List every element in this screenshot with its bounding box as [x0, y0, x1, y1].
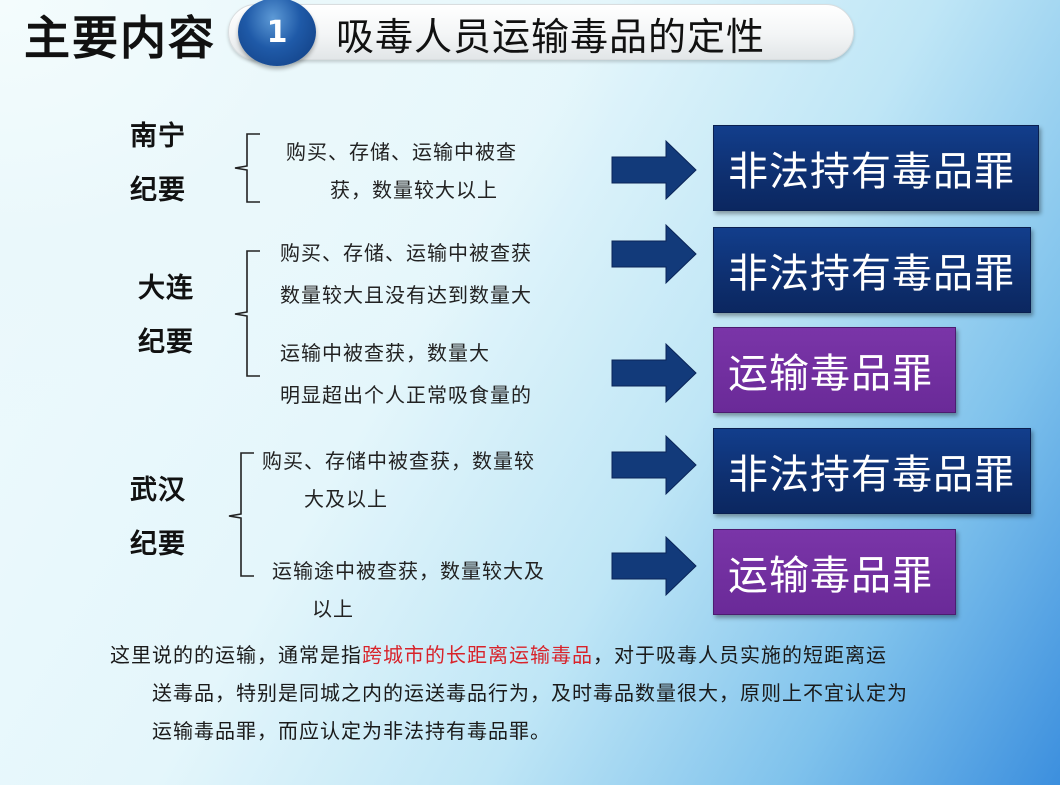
note-text: 这里说的的运输，通常是指 [110, 643, 362, 667]
slide-title: 主要内容 [24, 11, 216, 65]
verdict-box-illegal-possession: 非法持有毒品罪 [713, 227, 1031, 313]
region-label-wuhan: 武汉 纪要 [130, 464, 186, 572]
verdict-box-drug-transport: 运输毒品罪 [713, 529, 956, 615]
section-number-badge: 1 [238, 0, 316, 66]
brace-icon [234, 250, 260, 377]
condition-line: 大及以上 [304, 487, 388, 511]
arrow-right-icon [611, 342, 697, 404]
region-name: 大连 [138, 273, 194, 304]
section-title: 吸毒人员运输毒品的定性 [336, 15, 766, 59]
condition-line: 购买、存储中被查获，数量较 [262, 449, 535, 473]
brace-icon [234, 133, 260, 203]
condition-text: 运输中被查获，数量大 明显超出个人正常吸食量的 [280, 334, 532, 414]
condition-line: 以上 [312, 597, 354, 621]
verdict-box-illegal-possession: 非法持有毒品罪 [713, 428, 1031, 514]
arrow-right-icon [611, 535, 697, 597]
condition-line: 数量较大且没有达到数量大 [280, 283, 532, 307]
region-name: 南宁 [130, 121, 186, 152]
condition-line: 购买、存储、运输中被查获 [280, 241, 532, 265]
condition-line: 运输中被查获，数量大 [280, 341, 490, 365]
section-title-bar [228, 4, 854, 60]
condition-line: 运输途中被查获，数量较大及 [272, 559, 545, 583]
region-suffix: 纪要 [130, 529, 186, 560]
arrow-right-icon [611, 139, 697, 201]
arrow-right-icon [611, 434, 697, 496]
condition-line: 购买、存储、运输中被查 [286, 140, 517, 164]
condition-text: 购买、存储中被查获，数量较 大及以上 [262, 442, 535, 518]
condition-text: 购买、存储、运输中被查 获，数量较大以上 [286, 133, 517, 209]
verdict-box-drug-transport: 运输毒品罪 [713, 327, 956, 413]
note-text: ，对于吸毒人员实施的短距离运 [593, 643, 887, 667]
condition-text: 购买、存储、运输中被查获 数量较大且没有达到数量大 [280, 234, 532, 314]
condition-line: 明显超出个人正常吸食量的 [280, 383, 532, 407]
arrow-right-icon [611, 223, 697, 285]
explanation-note: 这里说的的运输，通常是指跨城市的长距离运输毒品，对于吸毒人员实施的短距离运 送毒… [110, 636, 1030, 750]
region-suffix: 纪要 [130, 175, 186, 206]
note-line-2: 送毒品，特别是同城之内的运送毒品行为，及时毒品数量很大，原则上不宜认定为 [152, 681, 908, 705]
note-line-3: 运输毒品罪，而应认定为非法持有毒品罪。 [152, 719, 551, 743]
region-suffix: 纪要 [138, 327, 194, 358]
region-label-nanning: 南宁 纪要 [130, 110, 186, 218]
note-highlight: 跨城市的长距离运输毒品 [362, 643, 593, 667]
note-line-1: 这里说的的运输，通常是指跨城市的长距离运输毒品，对于吸毒人员实施的短距离运 [110, 636, 1030, 674]
region-name: 武汉 [130, 475, 186, 506]
verdict-box-illegal-possession: 非法持有毒品罪 [713, 125, 1039, 211]
condition-text: 运输途中被查获，数量较大及 以上 [272, 552, 545, 628]
region-label-dalian: 大连 纪要 [138, 262, 194, 370]
brace-icon [228, 452, 254, 577]
condition-line: 获，数量较大以上 [330, 178, 498, 202]
